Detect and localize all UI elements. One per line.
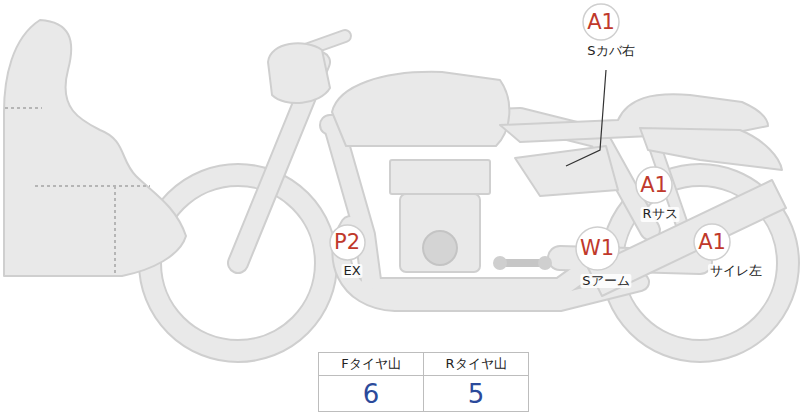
part-name: Sカバ右 [585, 44, 636, 59]
callout-code: P2 [329, 224, 366, 261]
part-name: EX [341, 264, 362, 279]
callout-code: A1 [693, 223, 731, 261]
part-name: Sアーム [580, 274, 631, 289]
callout-circle: A1 [635, 166, 673, 204]
part-name: サイレ左 [708, 264, 764, 279]
table-header: Fタイヤ山 [318, 352, 424, 376]
table-value: 6 [318, 375, 424, 412]
callout-circle: A1 [582, 3, 620, 41]
callout-circle: P2 [329, 224, 366, 261]
leader-line [566, 70, 606, 166]
callout-circle: W1 [575, 226, 620, 271]
callout-code: A1 [582, 3, 620, 41]
callout-code: A1 [635, 166, 673, 204]
callout-code: W1 [575, 226, 620, 271]
part-name: Rサス [640, 207, 679, 222]
table-header: Rタイヤ山 [423, 352, 529, 376]
table-value: 5 [423, 375, 529, 412]
callout-circle: A1 [693, 223, 731, 261]
